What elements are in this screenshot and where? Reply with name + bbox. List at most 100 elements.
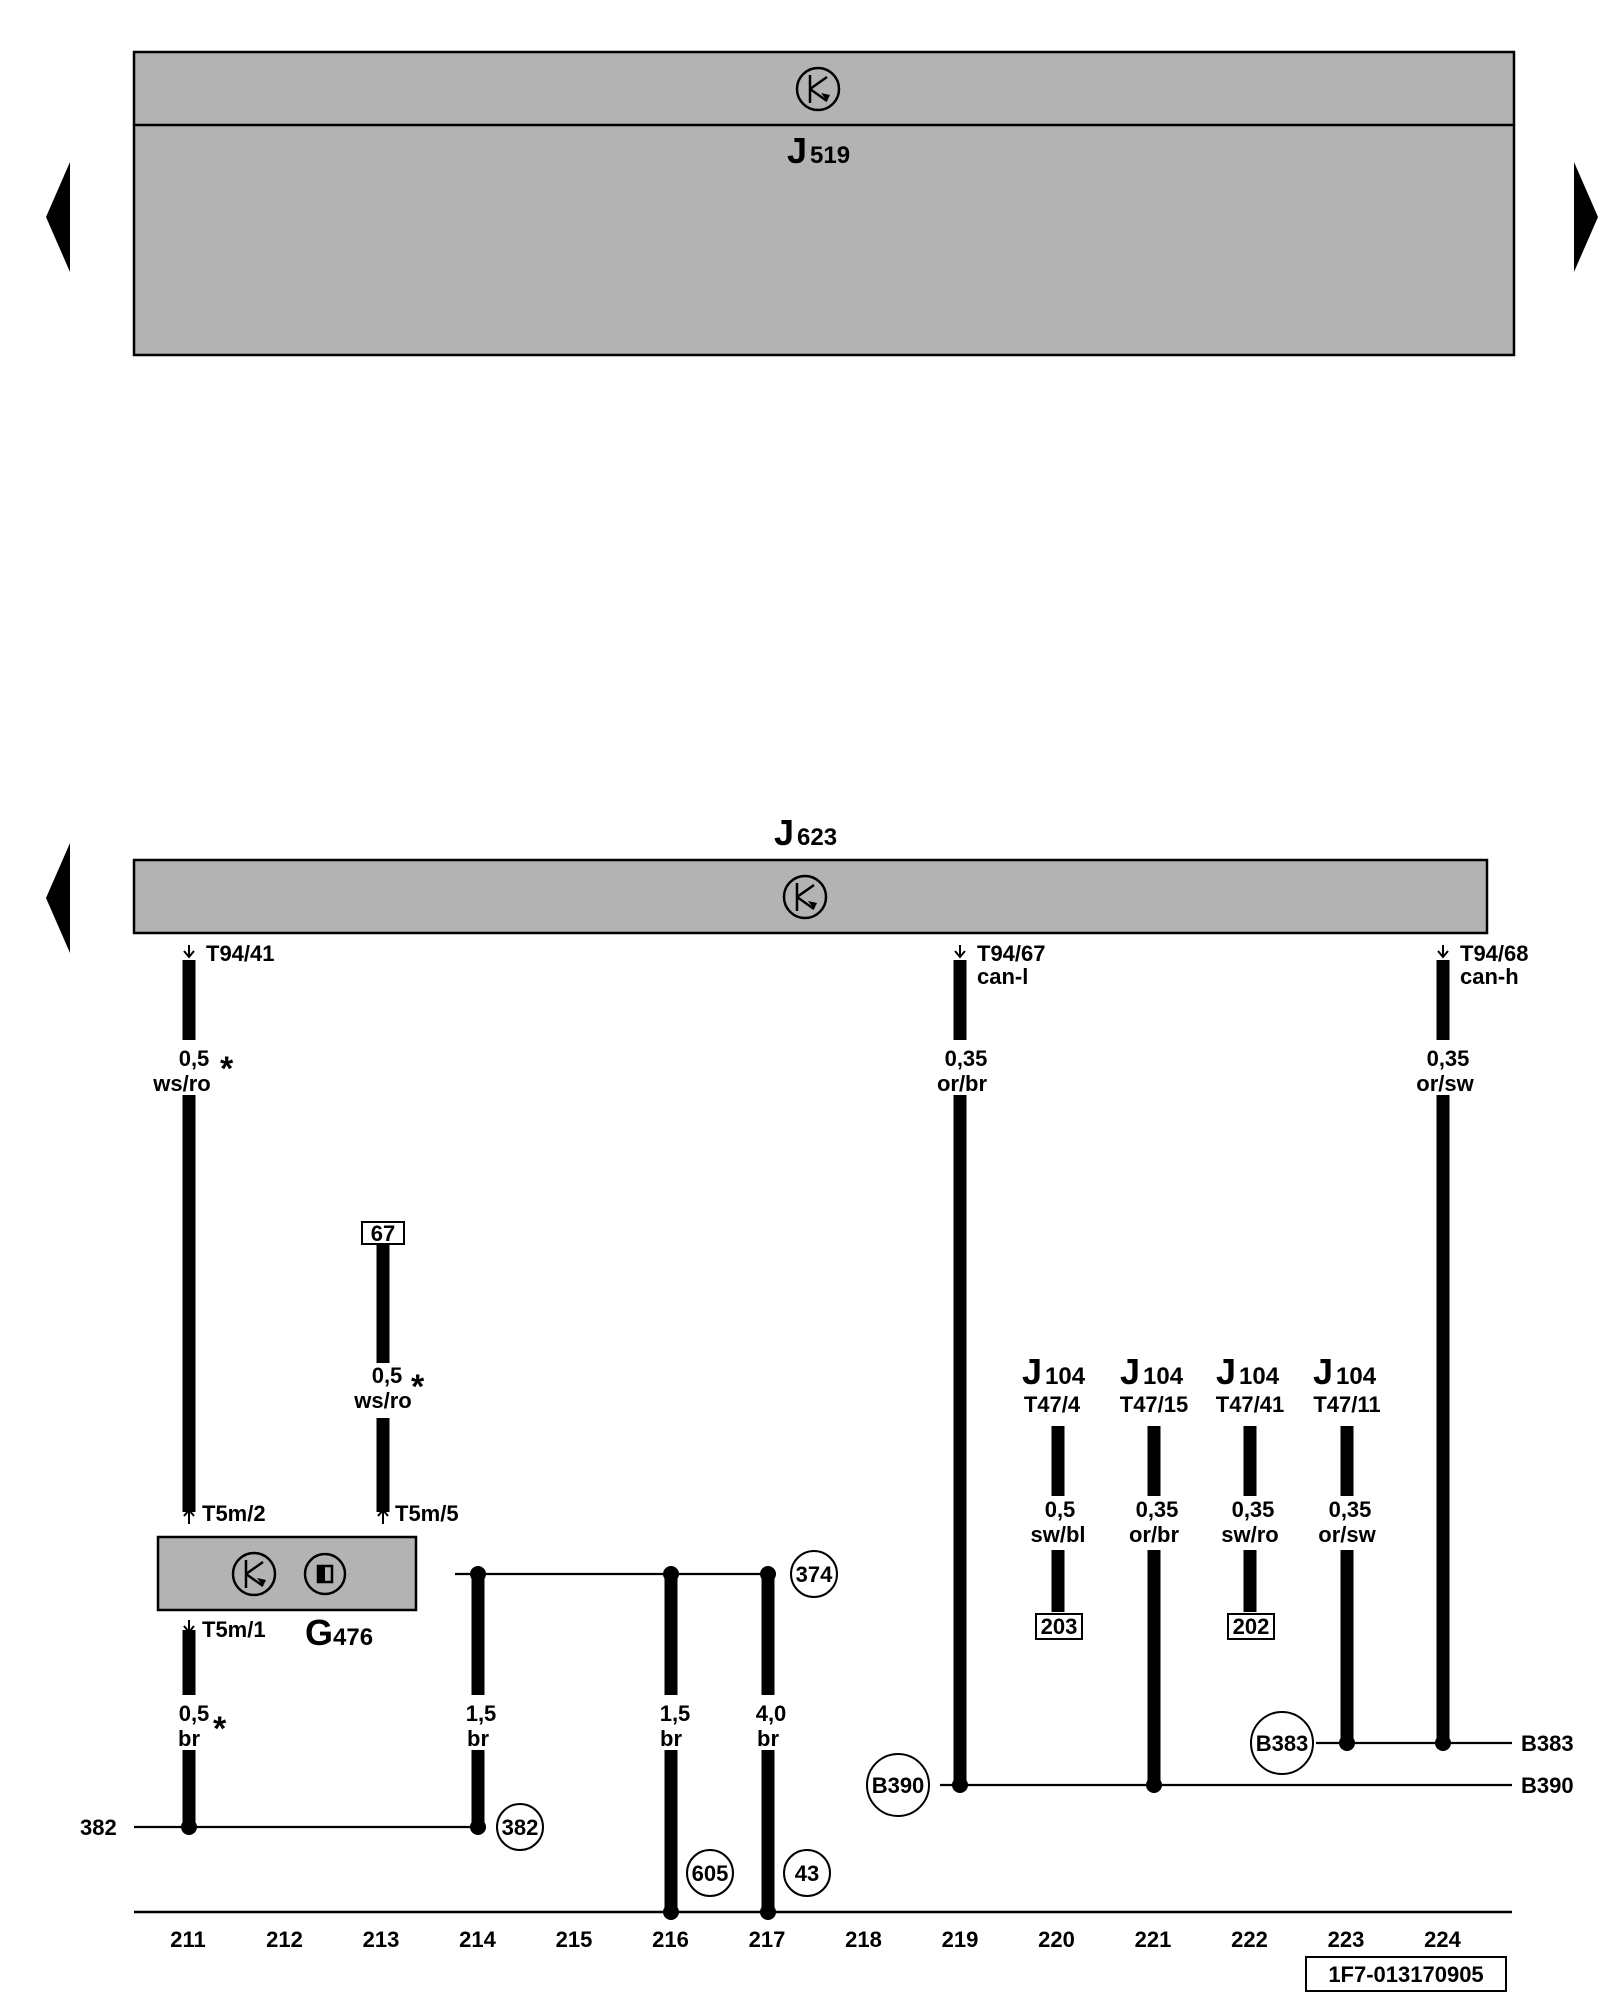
track-number: 219 [942, 1927, 979, 1952]
j623-label-sub: 623 [797, 824, 837, 851]
pin-t5m-2: T5m/2 [202, 1501, 266, 1526]
j104-221-main: J [1120, 1351, 1140, 1392]
circle-ref-b383[interactable]: B383 [1250, 1711, 1314, 1775]
circle-ref-374[interactable]: 374 [790, 1550, 838, 1598]
wire-211-lower-color: br [178, 1726, 200, 1751]
pin-t5m-5: T5m/5 [395, 1501, 459, 1526]
wire-217-color: br [757, 1726, 779, 1751]
j104-220-pin: T47/4 [1024, 1392, 1081, 1417]
j519-label-main: J [787, 130, 807, 171]
track-number: 211 [170, 1927, 206, 1952]
wire-217-size: 4,0 [756, 1701, 787, 1726]
nav-left-icon-lower[interactable] [46, 843, 70, 953]
g476-label-main: G [305, 1612, 333, 1653]
j104-220-sub: 104 [1045, 1363, 1086, 1390]
wire-213-mark: * [411, 1368, 425, 1406]
g476-label-sub: 476 [333, 1624, 373, 1651]
wire-219-size: 0,35 [945, 1046, 988, 1071]
ref-box-67-label: 67 [371, 1221, 395, 1246]
j104-223-sub: 104 [1336, 1363, 1377, 1390]
j104-221-sub: 104 [1143, 1363, 1184, 1390]
control-unit-icon-j623 [782, 874, 828, 920]
j104-221-pin: T47/15 [1120, 1392, 1189, 1417]
j104-label-222: J 104 T47/41 [1216, 1351, 1285, 1417]
ref-box-67[interactable] [361, 1221, 405, 1245]
circle-ref-605[interactable]: 605 [686, 1849, 734, 1897]
circle-ref-43[interactable]: 43 [783, 1849, 831, 1897]
circle-ref-b383-label: B383 [1256, 1731, 1309, 1756]
ref-box-202-label: 202 [1233, 1614, 1270, 1639]
edge-ref-b390: B390 [1521, 1773, 1574, 1798]
ref-box-203[interactable] [1035, 1613, 1083, 1640]
module-g476 [156, 1535, 418, 1612]
j104-222-main: J [1216, 1351, 1236, 1392]
wire-220-color: sw/bl [1030, 1522, 1085, 1547]
track-number: 222 [1231, 1927, 1268, 1952]
circle-ref-374-label: 374 [796, 1562, 833, 1587]
circle-ref-382[interactable]: 382 [496, 1803, 544, 1851]
wire-214-size: 1,5 [466, 1701, 497, 1726]
nav-left-icon[interactable] [46, 162, 70, 272]
pin-t94-68-signal: can-h [1460, 964, 1519, 989]
wire-222-color: sw/ro [1221, 1522, 1278, 1547]
pin-t94-41: T94/41 [206, 941, 275, 966]
track-number: 214 [459, 1927, 496, 1952]
wire-224-color: or/sw [1416, 1071, 1474, 1096]
wire-223-size: 0,35 [1329, 1497, 1372, 1522]
pin-t94-67: T94/67 [977, 941, 1046, 966]
wire-211-lower-size: 0,5 [179, 1701, 210, 1726]
nav-right-icon[interactable] [1574, 162, 1598, 272]
g476-connector-arrows [183, 1508, 389, 1634]
j104-label-221: J 104 T47/15 [1120, 1351, 1189, 1417]
sensor-icon [303, 1552, 347, 1596]
pin-t94-67-signal: can-l [977, 964, 1028, 989]
circle-ref-43-label: 43 [795, 1861, 819, 1886]
wire-220-size: 0,5 [1045, 1497, 1076, 1522]
control-unit-icon-g476 [231, 1551, 277, 1597]
wire-216-color: br [660, 1726, 682, 1751]
edge-ref-b383: B383 [1521, 1731, 1574, 1756]
track-number: 212 [266, 1927, 303, 1952]
j104-label-223: J 104 T47/11 [1313, 1351, 1381, 1417]
wire-213-size: 0,5 [372, 1363, 403, 1388]
track-number: 217 [749, 1927, 786, 1952]
j104-223-main: J [1313, 1351, 1333, 1392]
j623-label-main: J [774, 812, 794, 853]
ref-box-202[interactable] [1227, 1613, 1275, 1640]
track-number: 216 [652, 1927, 689, 1952]
circle-ref-b390-label: B390 [872, 1773, 925, 1798]
j104-222-pin: T47/41 [1216, 1392, 1285, 1417]
circle-ref-605-label: 605 [692, 1861, 729, 1886]
track-number: 223 [1328, 1927, 1365, 1952]
wire-214-color: br [467, 1726, 489, 1751]
wire-219-color: or/br [937, 1071, 988, 1096]
track-number: 218 [845, 1927, 882, 1952]
wire-223-color: or/sw [1318, 1522, 1376, 1547]
wire-213-color: ws/ro [353, 1388, 411, 1413]
module-j623: J 623 [132, 812, 1489, 935]
wire-211-lower-mark: * [213, 1710, 227, 1748]
connector-arrows [183, 945, 1449, 959]
wire-211-upper-mark: * [220, 1050, 234, 1088]
doc-id: 1F7-013170905 [1328, 1962, 1483, 1987]
track-number: 221 [1135, 1927, 1172, 1952]
circle-ref-382-label: 382 [502, 1815, 539, 1840]
doc-id-box [1305, 1956, 1507, 1992]
ref-box-203-label: 203 [1041, 1614, 1078, 1639]
wire-211-upper-color: ws/ro [152, 1071, 210, 1096]
wire-224-size: 0,35 [1427, 1046, 1470, 1071]
track-number: 215 [556, 1927, 593, 1952]
j104-220-main: J [1022, 1351, 1042, 1392]
j104-222-sub: 104 [1239, 1363, 1280, 1390]
edge-ref-382: 382 [80, 1815, 117, 1840]
control-unit-icon [795, 66, 841, 112]
pin-t5m-1: T5m/1 [202, 1617, 266, 1642]
wire-216-size: 1,5 [660, 1701, 691, 1726]
circle-ref-b390[interactable]: B390 [866, 1753, 930, 1817]
track-number: 220 [1038, 1927, 1075, 1952]
wire-221-color: or/br [1129, 1522, 1180, 1547]
module-j519: J 519 [132, 50, 1516, 357]
wire-221-size: 0,35 [1136, 1497, 1179, 1522]
j104-label-220: J 104 T47/4 [1022, 1351, 1086, 1417]
